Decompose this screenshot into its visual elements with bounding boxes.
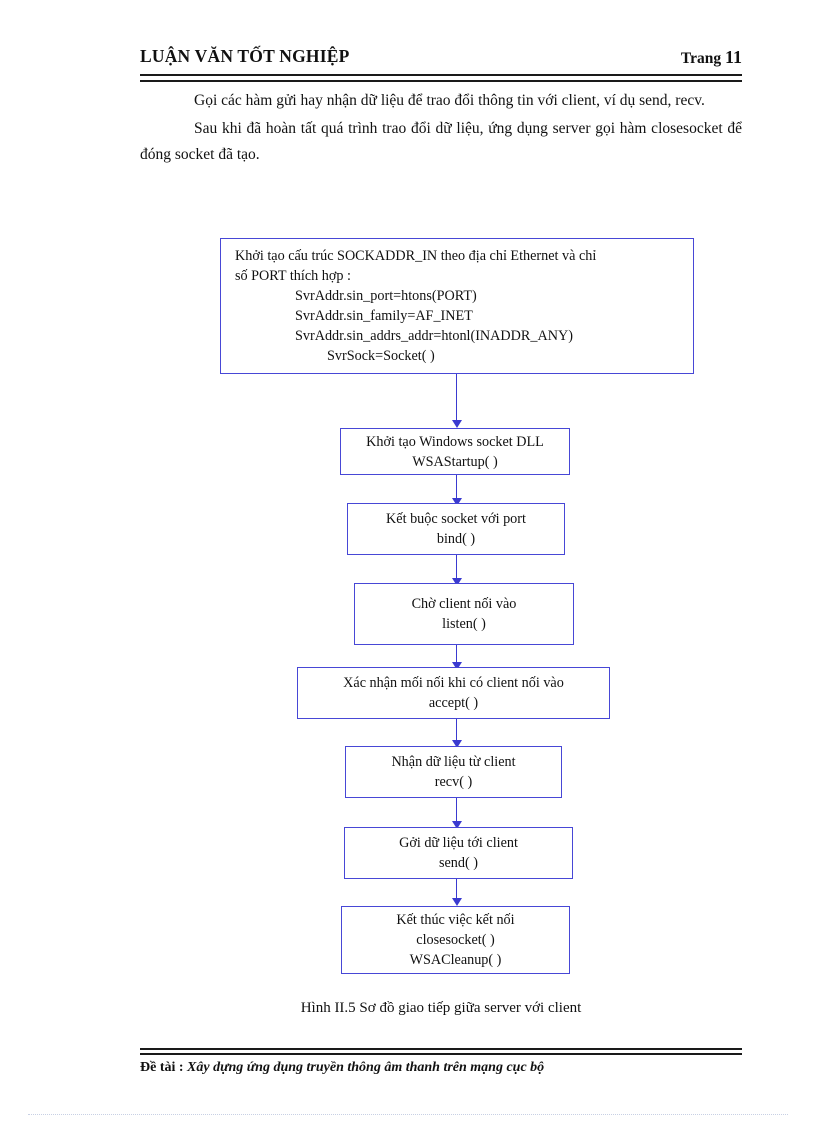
flow-node-send: Gởi dữ liệu tới client send( ) — [344, 827, 573, 879]
flow-arrowhead-icon — [452, 662, 462, 670]
flow-node-line: số PORT thích hợp : — [235, 268, 351, 284]
paragraph-1: Gọi các hàm gửi hay nhận dữ liệu để trao… — [194, 92, 705, 109]
flow-node-bind: Kết buộc socket với port bind( ) — [347, 503, 565, 555]
flow-node-line: listen( ) — [442, 616, 486, 632]
flow-node-accept: Xác nhận mối nối khi có client nối vào a… — [297, 667, 610, 719]
flow-node-line: Chờ client nối vào — [411, 596, 517, 612]
footer-divider — [140, 1048, 742, 1055]
header-page-number: 11 — [724, 47, 742, 67]
flow-node-line: accept( ) — [428, 695, 479, 711]
flow-node-line: SvrAddr.sin_addrs_addr=htonl(INADDR_ANY) — [295, 328, 573, 344]
flow-node-wsastartup: Khởi tạo Windows socket DLL WSAStartup( … — [340, 428, 570, 475]
flow-arrowhead-icon — [452, 578, 462, 586]
flow-node-line: SvrAddr.sin_family=AF_INET — [295, 308, 473, 324]
flow-arrowhead-icon — [452, 498, 462, 506]
flow-connector — [456, 475, 457, 503]
flow-node-line: Gởi dữ liệu tới client — [399, 835, 518, 851]
scan-edge-artifact — [28, 1114, 788, 1115]
flow-node-line: SvrAddr.sin_port=htons(PORT) — [295, 288, 477, 304]
flow-arrowhead-icon — [452, 898, 462, 906]
flow-node-line: send( ) — [438, 855, 478, 871]
flow-node-recv: Nhận dữ liệu từ client recv( ) — [345, 746, 562, 798]
flow-node-line: closesocket( ) — [416, 932, 495, 948]
flow-node-line: recv( ) — [434, 774, 473, 790]
flow-node-listen: Chờ client nối vào listen( ) — [354, 583, 574, 645]
flow-arrowhead-icon — [452, 420, 462, 428]
page-header: LUẬN VĂN TỐT NGHIỆP Trang 11 — [140, 46, 742, 76]
flow-node-line: Khởi tạo Windows socket DLL — [366, 433, 544, 450]
flow-node-line: Kết thúc việc kết nối — [396, 912, 515, 928]
flow-connector — [456, 879, 457, 903]
flow-connector — [456, 374, 457, 424]
flow-node-init-sockaddr: Khởi tạo cấu trúc SOCKADDR_IN theo địa c… — [220, 238, 694, 374]
figure-caption: Hình II.5 Sơ đồ giao tiếp giữa server vớ… — [300, 1000, 582, 1016]
flow-node-line: WSACleanup( ) — [409, 952, 502, 968]
footer-text: Đề tài : Xây dựng ứng dụng truyền thông … — [140, 1060, 742, 1076]
footer-topic: Xây dựng ứng dụng truyền thông âm thanh … — [187, 1060, 545, 1075]
flow-node-line: SvrSock=Socket( ) — [327, 348, 435, 364]
flow-node-line: Xác nhận mối nối khi có client nối vào — [343, 675, 564, 691]
flow-node-line: Kết buộc socket với port — [386, 511, 526, 527]
header-title: LUẬN VĂN TỐT NGHIỆP — [140, 46, 350, 66]
header-page-indicator: Trang 11 — [681, 47, 742, 68]
flow-node-line: Nhận dữ liệu từ client — [391, 754, 516, 770]
flow-node-closesocket: Kết thúc việc kết nối closesocket( ) WSA… — [341, 906, 570, 974]
header-page-label: Trang — [680, 50, 722, 67]
flow-connector — [456, 798, 457, 826]
footer-label: Đề tài : — [140, 1060, 184, 1075]
flow-connector — [456, 719, 457, 745]
flow-arrowhead-icon — [452, 821, 462, 829]
header-divider — [140, 74, 742, 82]
flow-node-line: WSAStartup( ) — [412, 453, 498, 470]
body-text: Gọi các hàm gửi hay nhận dữ liệu để trao… — [140, 88, 742, 168]
flow-node-line: Khởi tạo cấu trúc SOCKADDR_IN theo địa c… — [235, 248, 597, 264]
paragraph-2: Sau khi đã hoàn tất quá trình trao đổi d… — [140, 120, 742, 163]
flow-connector — [456, 645, 457, 667]
flow-arrowhead-icon — [452, 740, 462, 748]
flow-connector — [456, 555, 457, 583]
flow-node-line: bind( ) — [436, 531, 476, 547]
